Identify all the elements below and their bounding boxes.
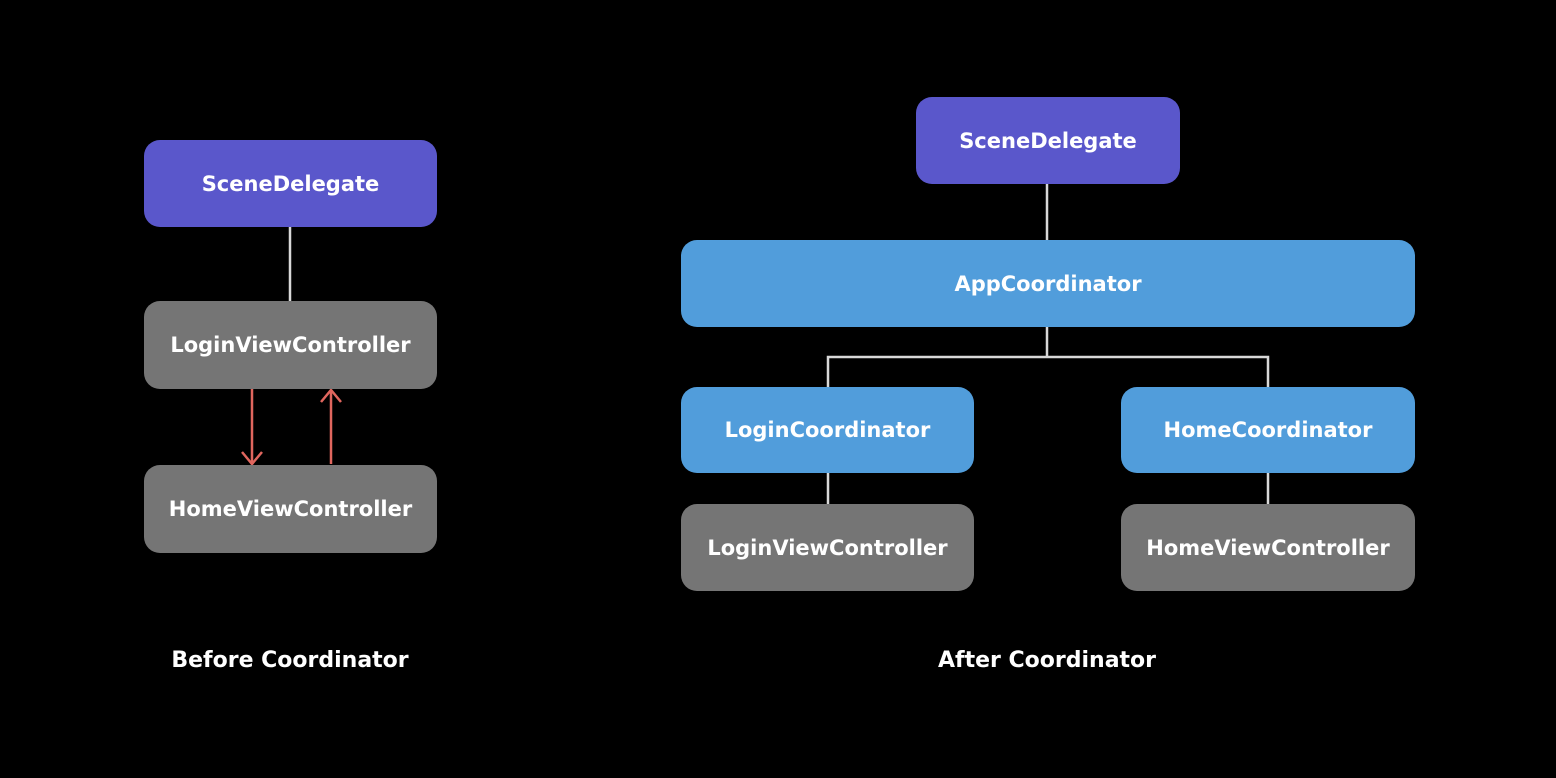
after-login-coordinator-node: LoginCoordinator (681, 387, 974, 473)
after-app-to-children-lines (826, 327, 1270, 387)
before-login-vc-label: LoginViewController (170, 333, 411, 357)
after-home-vc-label: HomeViewController (1146, 535, 1390, 560)
before-login-vc-node: LoginViewController (144, 301, 437, 389)
before-scene-delegate-label: SceneDelegate (201, 171, 380, 196)
before-arrow-down (241, 389, 263, 466)
after-scene-delegate-label: SceneDelegate (959, 128, 1137, 153)
after-home-coordinator-label: HomeCoordinator (1163, 418, 1373, 442)
after-app-coordinator-label: AppCoordinator (954, 271, 1142, 296)
before-arrow-up (320, 388, 342, 464)
after-home-vc-node: HomeViewController (1121, 504, 1415, 591)
after-caption: After Coordinator (937, 648, 1157, 673)
before-scene-delegate-node: SceneDelegate (144, 140, 437, 227)
after-scene-delegate-node: SceneDelegate (916, 97, 1180, 184)
before-home-vc-label: HomeViewController (168, 497, 413, 521)
before-home-vc-node: HomeViewController (144, 465, 437, 553)
after-login-vc-node: LoginViewController (681, 504, 974, 591)
after-login-coordinator-label: LoginCoordinator (724, 418, 931, 442)
before-caption: Before Coordinator (171, 648, 409, 673)
after-home-coordinator-node: HomeCoordinator (1121, 387, 1415, 473)
after-app-coordinator-node: AppCoordinator (681, 240, 1415, 327)
after-login-vc-label: LoginViewController (707, 535, 948, 560)
